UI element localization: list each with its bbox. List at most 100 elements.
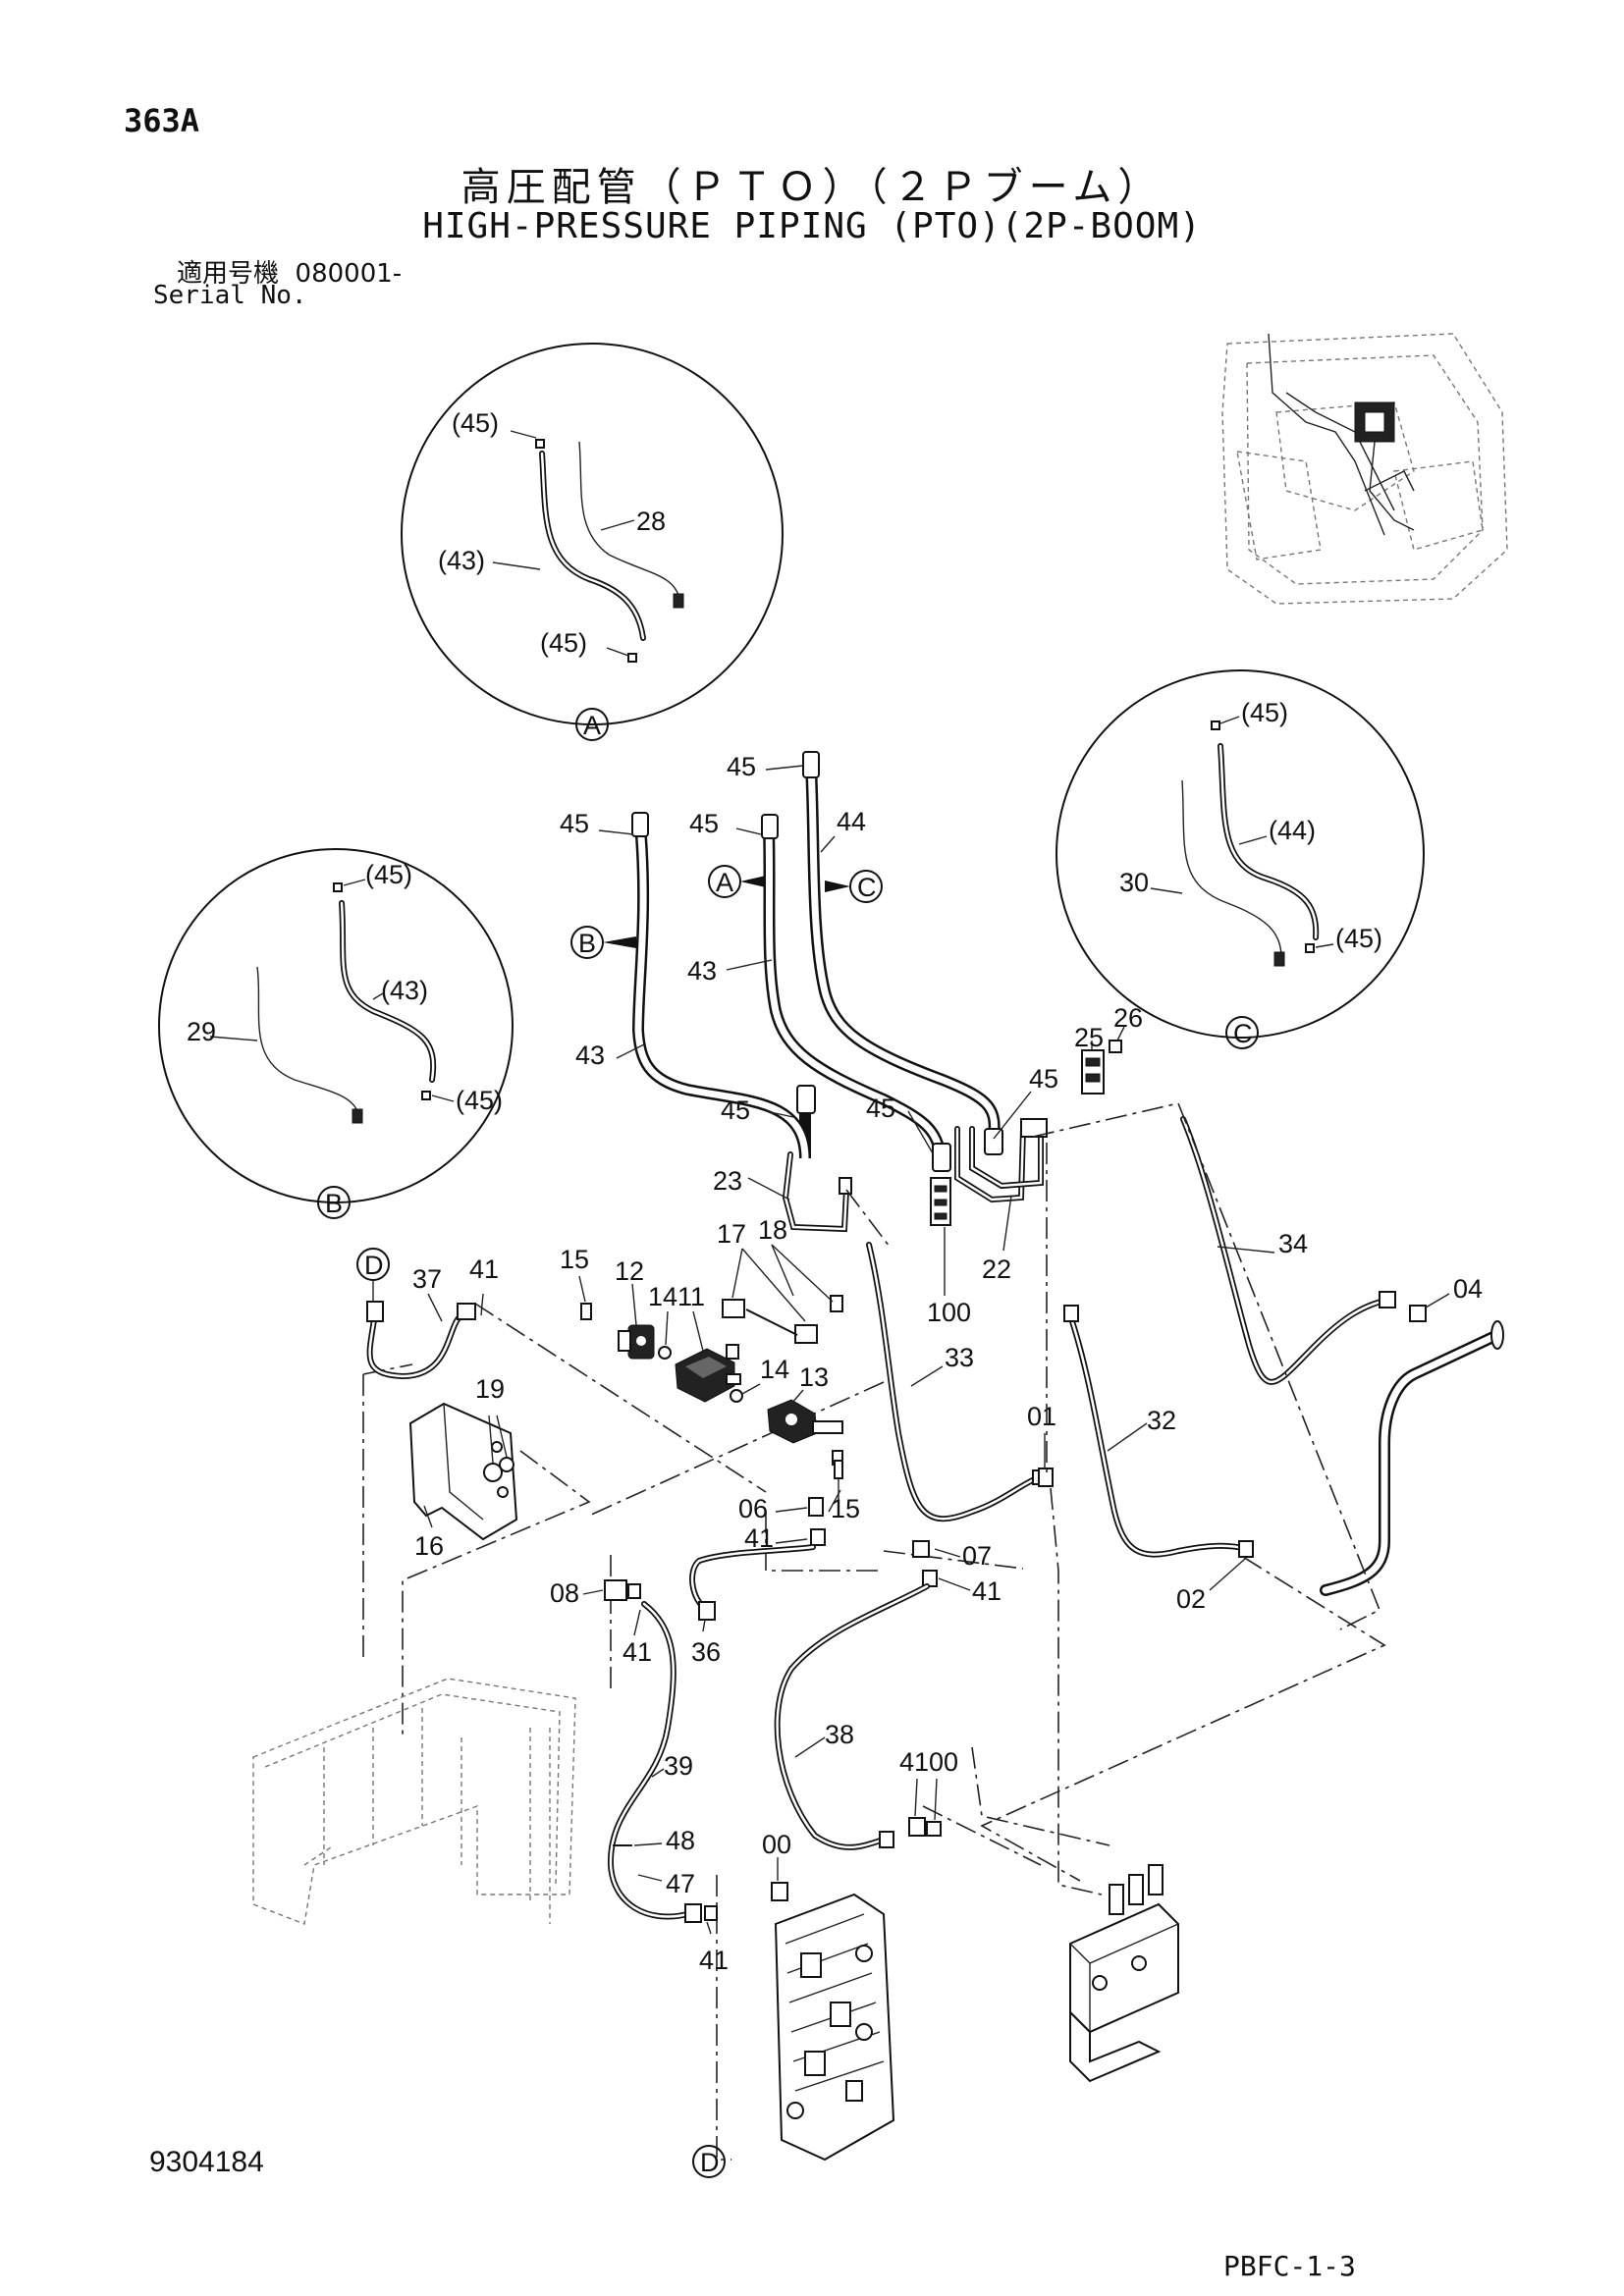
label-36: 36	[691, 1637, 721, 1667]
valve-13	[767, 1399, 843, 1466]
label-47: 47	[666, 1869, 695, 1898]
label-01: 01	[1027, 1402, 1056, 1431]
label-00: 00	[762, 1830, 791, 1859]
machine-location-thumbnail	[1221, 333, 1508, 605]
document-number: 9304184	[149, 2146, 264, 2178]
detail-b-label-29: 29	[187, 1017, 216, 1046]
title-english: HIGH-PRESSURE PIPING (PTO)(2P-BOOM)	[422, 206, 1202, 246]
detail-a-marker: A	[583, 711, 601, 740]
serial-value: 080001-	[295, 259, 403, 289]
hose-32	[1063, 1305, 1254, 1558]
clamp-17-18	[722, 1295, 843, 1360]
detail-a-label-45-bottom: (45)	[540, 628, 587, 658]
control-valve-assembly	[774, 1893, 895, 2162]
detail-view-b: (45) (43) 29 (45) B	[158, 848, 514, 1219]
detail-b-label-45-bottom: (45)	[456, 1086, 503, 1115]
label-14-b: 14	[760, 1355, 789, 1384]
label-14-a: 14	[648, 1282, 677, 1311]
fitting-4100	[908, 1817, 942, 1837]
hose-38	[774, 1583, 930, 1850]
detail-c-label-30: 30	[1119, 868, 1149, 897]
part-25-26	[1081, 1040, 1122, 1095]
part-100	[930, 1177, 951, 1226]
ref-marker-c: C	[825, 870, 883, 903]
detail-c-label-45-bottom: (45)	[1335, 924, 1382, 953]
solenoid-11	[675, 1348, 741, 1403]
detail-a-label-28: 28	[636, 507, 666, 536]
label-33: 33	[945, 1343, 974, 1372]
label-02: 02	[1176, 1584, 1206, 1614]
ref-marker-b: B	[570, 926, 636, 959]
label-17: 17	[717, 1219, 746, 1249]
bracket-16	[408, 1402, 518, 1541]
fitting-08	[604, 1579, 641, 1601]
detail-b-label-45-top: (45)	[365, 860, 412, 889]
label-41-e: 41	[699, 1946, 729, 1975]
label-48: 48	[666, 1826, 695, 1855]
hose-34	[1180, 1116, 1427, 1385]
serial-label-jp: 適用号機	[177, 259, 280, 289]
ref-marker-d-top: D	[356, 1248, 390, 1302]
fitting-01	[1038, 1468, 1054, 1487]
label-100: 100	[927, 1298, 971, 1327]
fitting-07	[912, 1540, 938, 1587]
label-19: 19	[475, 1374, 505, 1404]
label-37: 37	[412, 1264, 442, 1294]
svg-text:B: B	[578, 929, 596, 958]
detail-b-marker: B	[325, 1189, 343, 1218]
hose-39	[607, 1601, 718, 1923]
detail-view-a: (45) 28 (43) (45) A	[401, 343, 784, 741]
label-32: 32	[1147, 1406, 1176, 1435]
hose-44	[802, 751, 1003, 1155]
serial-label-en: Serial No.	[153, 281, 307, 310]
label-45-d: 45	[721, 1095, 750, 1125]
page-id: PBFC-1-3	[1223, 2250, 1356, 2282]
svg-text:C: C	[857, 873, 877, 902]
detail-a-label-45-top: (45)	[452, 408, 499, 438]
label-13: 13	[799, 1362, 829, 1392]
label-45-e: 45	[866, 1094, 895, 1123]
hose-43-b	[631, 812, 816, 1162]
valve-block-12	[618, 1324, 655, 1360]
detail-c-label-45-top: (45)	[1241, 698, 1288, 727]
label-18: 18	[758, 1215, 787, 1245]
detail-c-marker: C	[1233, 1019, 1253, 1048]
hose-33	[866, 1242, 1048, 1522]
label-08: 08	[550, 1578, 579, 1608]
label-15-a: 15	[560, 1245, 589, 1274]
label-04: 04	[1453, 1274, 1483, 1304]
label-43-a: 43	[687, 956, 717, 986]
label-41-d: 41	[623, 1637, 652, 1667]
fitting-06	[808, 1497, 826, 1546]
svg-text:A: A	[716, 868, 733, 897]
bolt-15-lower	[834, 1460, 843, 1500]
pipe-23	[782, 1151, 852, 1233]
svg-text:D: D	[700, 2148, 720, 2177]
detail-c-label-44: (44)	[1269, 816, 1316, 845]
hose-37	[366, 1301, 476, 1380]
ref-marker-a: A	[708, 865, 766, 898]
label-34: 34	[1278, 1229, 1308, 1258]
label-15-b: 15	[831, 1494, 860, 1523]
ref-marker-d-bottom: D	[692, 2145, 726, 2178]
pilot-valve-block	[1069, 1864, 1179, 2083]
svg-text:D: D	[364, 1251, 384, 1280]
pipe-22	[954, 1118, 1048, 1203]
label-44: 44	[837, 807, 866, 836]
detail-view-c: (45) (44) 30 (45) C	[1056, 669, 1425, 1049]
label-16: 16	[414, 1531, 444, 1561]
frame-cover	[252, 1678, 576, 1925]
bolt-15-top	[580, 1303, 592, 1320]
hose-43-a	[761, 814, 951, 1172]
serial-number-line: 適用号機 080001-	[177, 253, 402, 290]
label-45-f: 45	[1029, 1064, 1058, 1094]
label-12: 12	[615, 1256, 644, 1286]
label-45-c: 45	[727, 752, 756, 781]
pump-suction-pipe	[1320, 1320, 1504, 1596]
hose-36	[689, 1544, 816, 1621]
label-38: 38	[825, 1720, 854, 1749]
label-11: 11	[677, 1282, 705, 1311]
label-45-a: 45	[560, 809, 589, 838]
